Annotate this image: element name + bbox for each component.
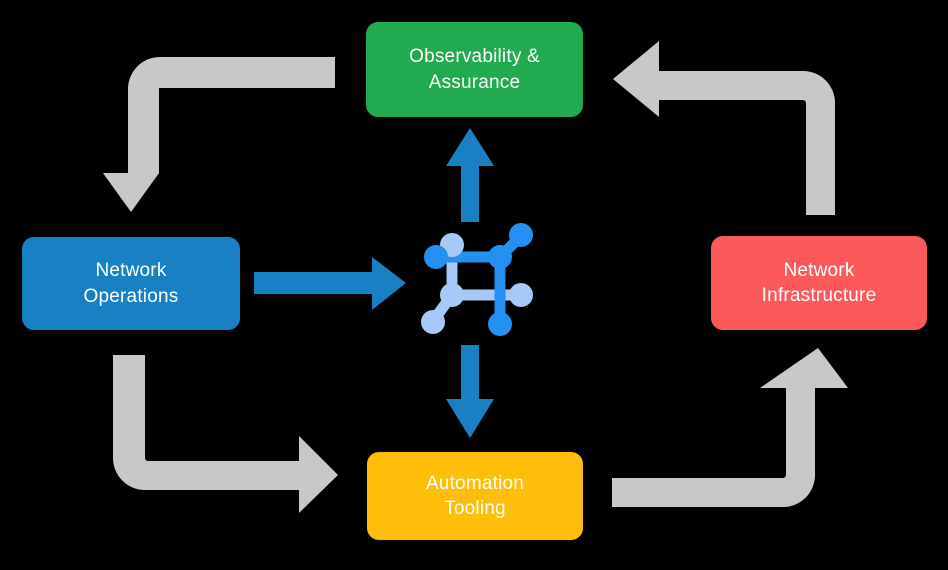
arrow-observability-to-operations xyxy=(103,57,335,211)
arrow-automation-to-infrastructure xyxy=(612,348,848,507)
node-observability-assurance[interactable]: Observability & Assurance xyxy=(366,22,583,117)
arrow-center-to-observability xyxy=(446,128,494,222)
node-network-infrastructure[interactable]: Network Infrastructure xyxy=(711,236,927,330)
arrow-operations-to-center xyxy=(254,257,406,310)
arrow-operations-to-automation xyxy=(113,355,338,513)
node-network-operations[interactable]: Network Operations xyxy=(22,237,240,330)
arrow-infrastructure-to-observability xyxy=(613,41,835,215)
arrow-center-to-automation xyxy=(446,345,494,438)
node-automation-tooling[interactable]: Automation Tooling xyxy=(367,452,583,540)
arrow-observability-to-operations-body xyxy=(103,57,335,212)
